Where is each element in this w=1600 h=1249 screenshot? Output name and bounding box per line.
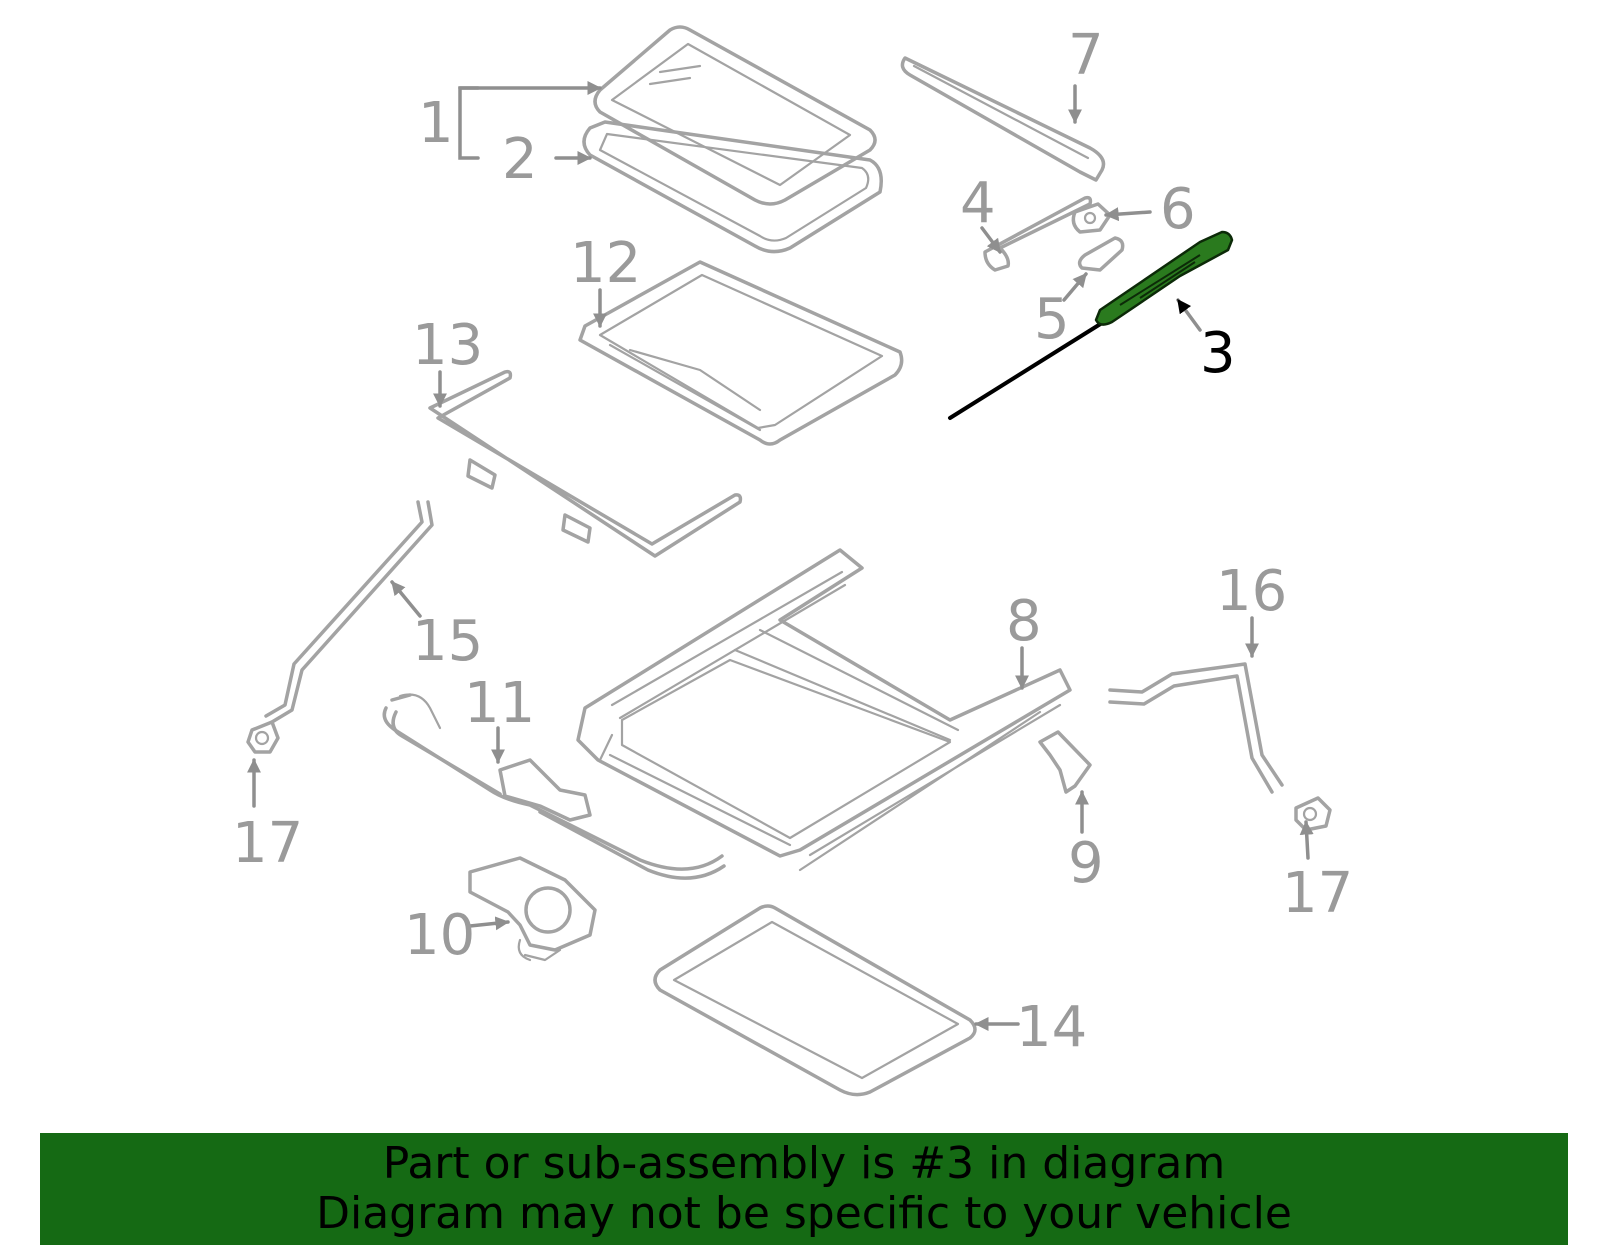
callout-4: 4	[960, 171, 996, 236]
callout-17-left: 17	[232, 811, 303, 876]
callout-5: 5	[1034, 287, 1070, 352]
banner-line-2: Diagram may not be specific to your vehi…	[316, 1188, 1292, 1239]
part-9-bracket	[1038, 730, 1092, 794]
part-17-right-clamp	[1294, 796, 1332, 832]
callout-8: 8	[1006, 589, 1042, 654]
leader-lines	[247, 81, 1314, 1031]
part-16-drain-hose	[1108, 662, 1284, 794]
part-3-drain-line	[948, 316, 1112, 420]
callout-numbers: 1 2 3 4 5 6 7 8 9 10 11 12 13 14 15 16 1…	[232, 23, 1353, 1060]
callout-11: 11	[464, 671, 535, 736]
callout-1: 1	[418, 91, 454, 156]
callout-13: 13	[412, 313, 483, 378]
part-2-seal	[582, 120, 883, 254]
part-10-motor	[468, 856, 597, 962]
part-14-trim	[653, 904, 977, 1097]
callout-10: 10	[404, 903, 475, 968]
part-1-glass-panel	[593, 25, 877, 206]
callout-2: 2	[502, 127, 538, 192]
part-15-drain-hose	[264, 500, 434, 724]
callout-15: 15	[412, 609, 483, 674]
part-7-deflector	[900, 56, 1106, 182]
part-5-guide	[1077, 236, 1125, 272]
info-banner: Part or sub-assembly is #3 in diagram Di…	[40, 1133, 1568, 1245]
callout-16: 16	[1216, 559, 1287, 624]
callout-9: 9	[1068, 831, 1104, 896]
banner-line-1: Part or sub-assembly is #3 in diagram	[382, 1138, 1226, 1189]
callout-6: 6	[1160, 177, 1196, 242]
part-4-bracket	[983, 195, 1093, 272]
part-8-housing-frame	[576, 548, 1072, 872]
part-13-sunshade	[428, 369, 743, 558]
part-17-left-clamp	[246, 720, 280, 754]
part-11-drive-cables	[382, 693, 726, 880]
callout-7: 7	[1068, 23, 1104, 88]
callout-14: 14	[1016, 995, 1087, 1060]
callout-3: 3	[1200, 321, 1236, 386]
callout-17-right: 17	[1282, 861, 1353, 926]
part-12-sunshade-frame	[578, 260, 904, 446]
part-3-highlighted	[948, 230, 1234, 420]
callout-12: 12	[570, 231, 641, 296]
